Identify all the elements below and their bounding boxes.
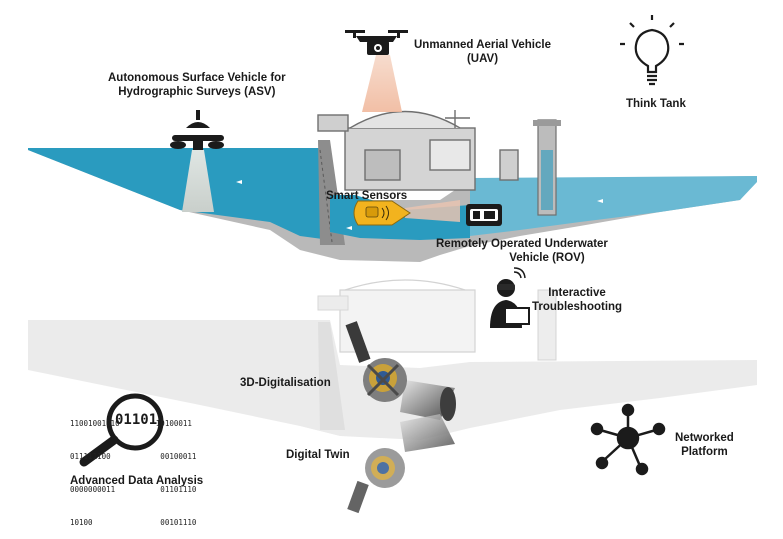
binary-row-4: 10100 00101110 <box>70 518 197 527</box>
smart-sensor-icon <box>353 200 460 226</box>
asv-label-line1: Autonomous Surface Vehicle for <box>108 72 286 84</box>
asv-boat-icon <box>170 110 224 150</box>
technician-icon <box>490 267 530 328</box>
rov-icon <box>466 204 502 226</box>
turbine-twin <box>347 414 455 514</box>
rov-label-line1: Remotely Operated Underwater <box>436 238 608 250</box>
plant-section <box>28 110 757 262</box>
upstream-water <box>28 148 330 240</box>
data-analysis-label: Advanced Data Analysis <box>70 475 204 487</box>
asv-sonar-beam <box>182 150 214 212</box>
interactive-label-line1: Interactive <box>548 287 606 299</box>
binary-row-1: 11001001010 10100011 <box>70 419 192 428</box>
networked-platform-label: Networked Platform <box>675 431 734 459</box>
rov-label: Remotely Operated Underwater Vehicle (RO… <box>436 237 608 265</box>
interactive-troubleshooting-label: Interactive Troubleshooting <box>532 286 622 314</box>
interactive-label-line2: Troubleshooting <box>532 301 623 313</box>
digitalisation-label: 3D-Digitalisation <box>240 377 331 389</box>
asv-label: Autonomous Surface Vehicle for Hydrograp… <box>108 71 286 99</box>
downstream-water <box>470 176 757 236</box>
gate-tower <box>533 119 561 216</box>
magnifier-binary: 01101 <box>115 412 158 428</box>
uav-label: Unmanned Aerial Vehicle (UAV) <box>414 38 551 66</box>
uav-label-line1: Unmanned Aerial Vehicle <box>414 39 551 51</box>
flow-arrows <box>236 180 603 230</box>
binary-row-3: 0000000011 01101110 <box>70 485 197 494</box>
uav-label-line2: (UAV) <box>466 53 499 65</box>
magnifier-icon <box>79 393 164 467</box>
binary-row-2: 011111100 00100011 <box>70 452 197 461</box>
network-hub-icon <box>590 403 666 476</box>
smart-sensors-label: Smart Sensors <box>326 190 408 202</box>
networked-label-line1: Networked <box>675 432 734 444</box>
asv-label-line2: Hydrographic Surveys (ASV) <box>118 86 276 98</box>
drone-icon <box>345 30 408 55</box>
think-tank-label: Think Tank <box>626 98 686 110</box>
uav-scan-beam <box>362 55 402 112</box>
networked-label-line2: Platform <box>681 446 728 458</box>
digital-twin-label: Digital Twin <box>286 449 350 461</box>
rov-label-line2: Vehicle (ROV) <box>509 252 585 264</box>
turbine-model <box>345 321 456 421</box>
powerhouse-building <box>317 110 519 191</box>
lightbulb-icon <box>620 15 684 86</box>
hydropower-diagram <box>28 15 757 514</box>
